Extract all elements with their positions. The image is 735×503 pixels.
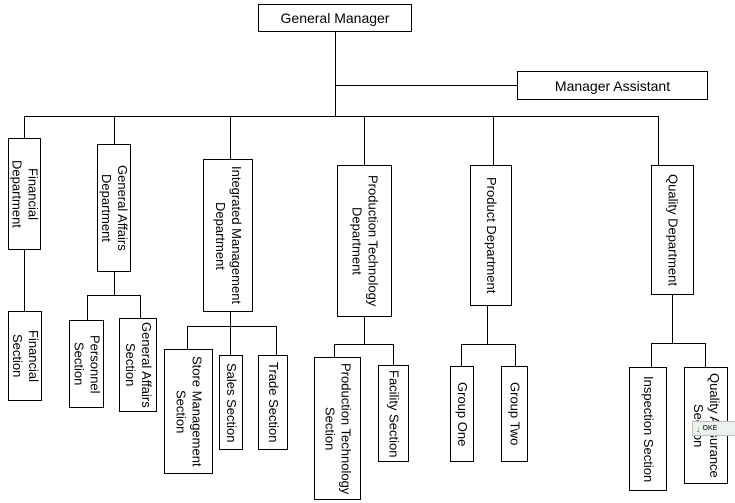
- connector: [230, 326, 231, 355]
- connector: [187, 326, 188, 349]
- quality-department-box: Quality Department: [651, 165, 694, 295]
- general-manager-label: General Manager: [280, 10, 390, 26]
- connector: [114, 116, 115, 144]
- connector: [230, 312, 231, 327]
- connector: [364, 317, 365, 345]
- production-technology-department-label: Production Technology Department: [349, 175, 381, 307]
- connector: [487, 306, 488, 345]
- connector: [515, 344, 516, 366]
- general-affairs-section-box: General Affairs Section: [119, 318, 157, 412]
- facility-section-box: Facility Section: [378, 365, 409, 462]
- overlay-widget-label: OKE: [702, 425, 718, 432]
- connector: [461, 344, 516, 345]
- group-two-label: Group Two: [507, 382, 523, 446]
- group-two-box: Group Two: [501, 366, 528, 462]
- connector: [24, 116, 658, 117]
- connector: [651, 343, 652, 367]
- connector: [493, 116, 494, 165]
- connector: [335, 85, 517, 86]
- overlay-widget[interactable]: ↓ OKE: [692, 421, 735, 436]
- inspection-section-label: Inspection Section: [641, 375, 656, 483]
- general-affairs-section-label: General Affairs Section: [123, 322, 154, 408]
- financial-department-box: Financial Department: [8, 138, 41, 250]
- connector: [24, 250, 25, 311]
- production-technology-section-label: Production Technology Section: [322, 362, 354, 495]
- personnel-section-label: Personnel Section: [71, 334, 103, 394]
- connector: [705, 343, 706, 367]
- connector: [672, 295, 673, 344]
- manager-assistant-box: Manager Assistant: [517, 71, 708, 100]
- connector: [87, 295, 88, 320]
- connector: [230, 116, 231, 159]
- financial-section-box: Financial Section: [8, 311, 42, 401]
- financial-department-label: Financial Department: [9, 160, 41, 228]
- connector: [87, 295, 141, 296]
- store-management-section-label: Store Management Section: [173, 356, 205, 467]
- connector: [364, 116, 365, 165]
- connector: [334, 344, 394, 345]
- connector: [187, 326, 277, 327]
- connector: [24, 116, 25, 138]
- down-arrow-icon: ↓: [696, 423, 701, 434]
- connector: [334, 344, 335, 357]
- trade-section-label: Trade Section: [266, 362, 281, 443]
- connector: [114, 272, 115, 296]
- personnel-section-box: Personnel Section: [69, 320, 104, 408]
- facility-section-label: Facility Section: [386, 369, 402, 458]
- connector: [335, 31, 336, 117]
- sales-section-box: Sales Section: [219, 355, 243, 450]
- general-affairs-department-box: General Affairs Department: [97, 144, 131, 272]
- inspection-section-box: Inspection Section: [629, 367, 667, 491]
- quality-department-label: Quality Department: [665, 174, 681, 286]
- product-department-box: Product Department: [470, 165, 512, 306]
- integrated-management-department-label: Integrated Management Department: [213, 166, 244, 305]
- connector: [658, 116, 659, 165]
- connector: [140, 295, 141, 318]
- trade-section-box: Trade Section: [258, 355, 288, 450]
- general-manager-box: General Manager: [258, 4, 412, 32]
- financial-section-label: Financial Section: [10, 329, 41, 383]
- store-management-section-box: Store Management Section: [164, 349, 213, 474]
- group-one-box: Group One: [450, 366, 474, 462]
- sales-section-label: Sales Section: [224, 362, 239, 443]
- connector: [651, 343, 706, 344]
- connector: [393, 344, 394, 365]
- integrated-management-department-box: Integrated Management Department: [203, 159, 253, 312]
- connector: [276, 326, 277, 355]
- connector: [461, 344, 462, 366]
- product-department-label: Product Department: [484, 177, 499, 294]
- manager-assistant-label: Manager Assistant: [554, 77, 671, 94]
- general-affairs-department-label: General Affairs Department: [99, 165, 130, 251]
- production-technology-department-box: Production Technology Department: [337, 165, 392, 317]
- production-technology-section-box: Production Technology Section: [314, 357, 361, 500]
- group-one-label: Group One: [455, 381, 470, 447]
